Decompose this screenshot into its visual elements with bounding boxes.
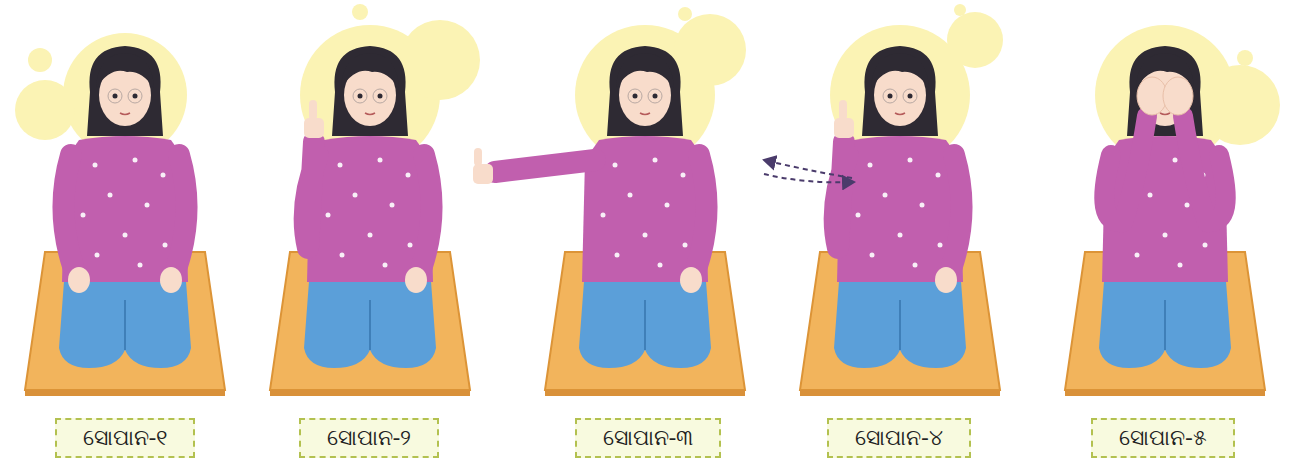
step-label: ସୋପାନ-୧ bbox=[83, 425, 168, 451]
step-label-box: ସୋପାନ-୩ bbox=[575, 418, 722, 458]
step-label-box: ସୋପାନ-୨ bbox=[299, 418, 440, 458]
step-label-box: ସୋପାନ-୫ bbox=[1091, 418, 1235, 458]
step-label: ସୋପାନ-୫ bbox=[1119, 425, 1207, 451]
step-label: ସୋପାନ-୪ bbox=[855, 425, 943, 451]
step-label-box: ସୋପାନ-୪ bbox=[827, 418, 971, 458]
step-label: ସୋପାନ-୨ bbox=[327, 425, 412, 451]
step-label: ସୋପାନ-୩ bbox=[603, 425, 694, 451]
step-label-box: ସୋପାନ-୧ bbox=[55, 418, 196, 458]
